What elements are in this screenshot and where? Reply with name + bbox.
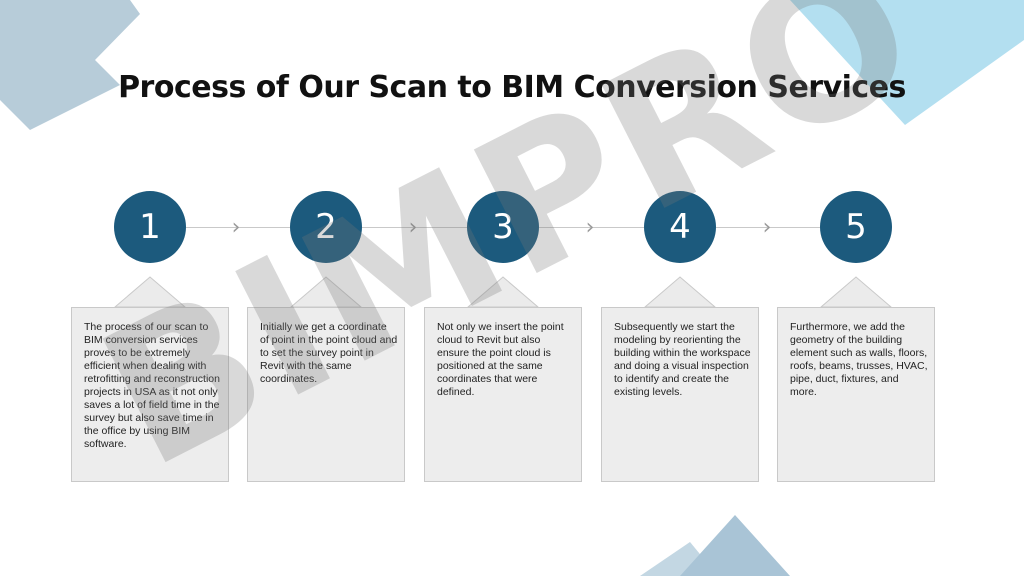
chevron-right-icon: ›: [231, 215, 241, 240]
step-3-card: Not only we insert the point cloud to Re…: [424, 307, 582, 482]
connector-line-3-4: [539, 227, 644, 228]
card-3-pointer: [466, 276, 540, 308]
step-1-description: The process of our scan to BIM conversio…: [84, 321, 220, 450]
chevron-right-icon: ›: [408, 215, 418, 240]
step-2-card: Initially we get a coordinate of point i…: [247, 307, 405, 482]
step-5-description: Furthermore, we add the geometry of the …: [790, 321, 928, 398]
connector-line-4-5: [716, 227, 820, 228]
card-1-pointer: [113, 276, 187, 308]
chevron-right-icon: ›: [585, 215, 595, 240]
step-3-number: 3: [467, 191, 539, 263]
step-4-card: Subsequently we start the modeling by re…: [601, 307, 759, 482]
chevron-right-icon: ›: [762, 215, 772, 240]
page-title: Process of Our Scan to BIM Conversion Se…: [118, 70, 906, 105]
card-5-pointer: [819, 276, 893, 308]
step-4-number: 4: [644, 191, 716, 263]
step-2-number: 2: [290, 191, 362, 263]
card-4-pointer: [643, 276, 717, 308]
step-2-description: Initially we get a coordinate of point i…: [260, 321, 398, 385]
step-3-description: Not only we insert the point cloud to Re…: [437, 321, 564, 398]
step-5-number: 5: [820, 191, 892, 263]
connector-line-1-2: [186, 227, 290, 228]
step-4-description: Subsequently we start the modeling by re…: [614, 321, 751, 398]
deco-top-right-diamond: [790, 0, 1024, 125]
deco-bottom-triangle-right: [680, 515, 790, 576]
card-2-pointer: [289, 276, 363, 308]
step-1-card: The process of our scan to BIM conversio…: [71, 307, 229, 482]
step-5-card: Furthermore, we add the geometry of the …: [777, 307, 935, 482]
connector-line-2-3: [362, 227, 467, 228]
step-1-number: 1: [114, 191, 186, 263]
deco-top-left-diamond: [0, 0, 140, 130]
